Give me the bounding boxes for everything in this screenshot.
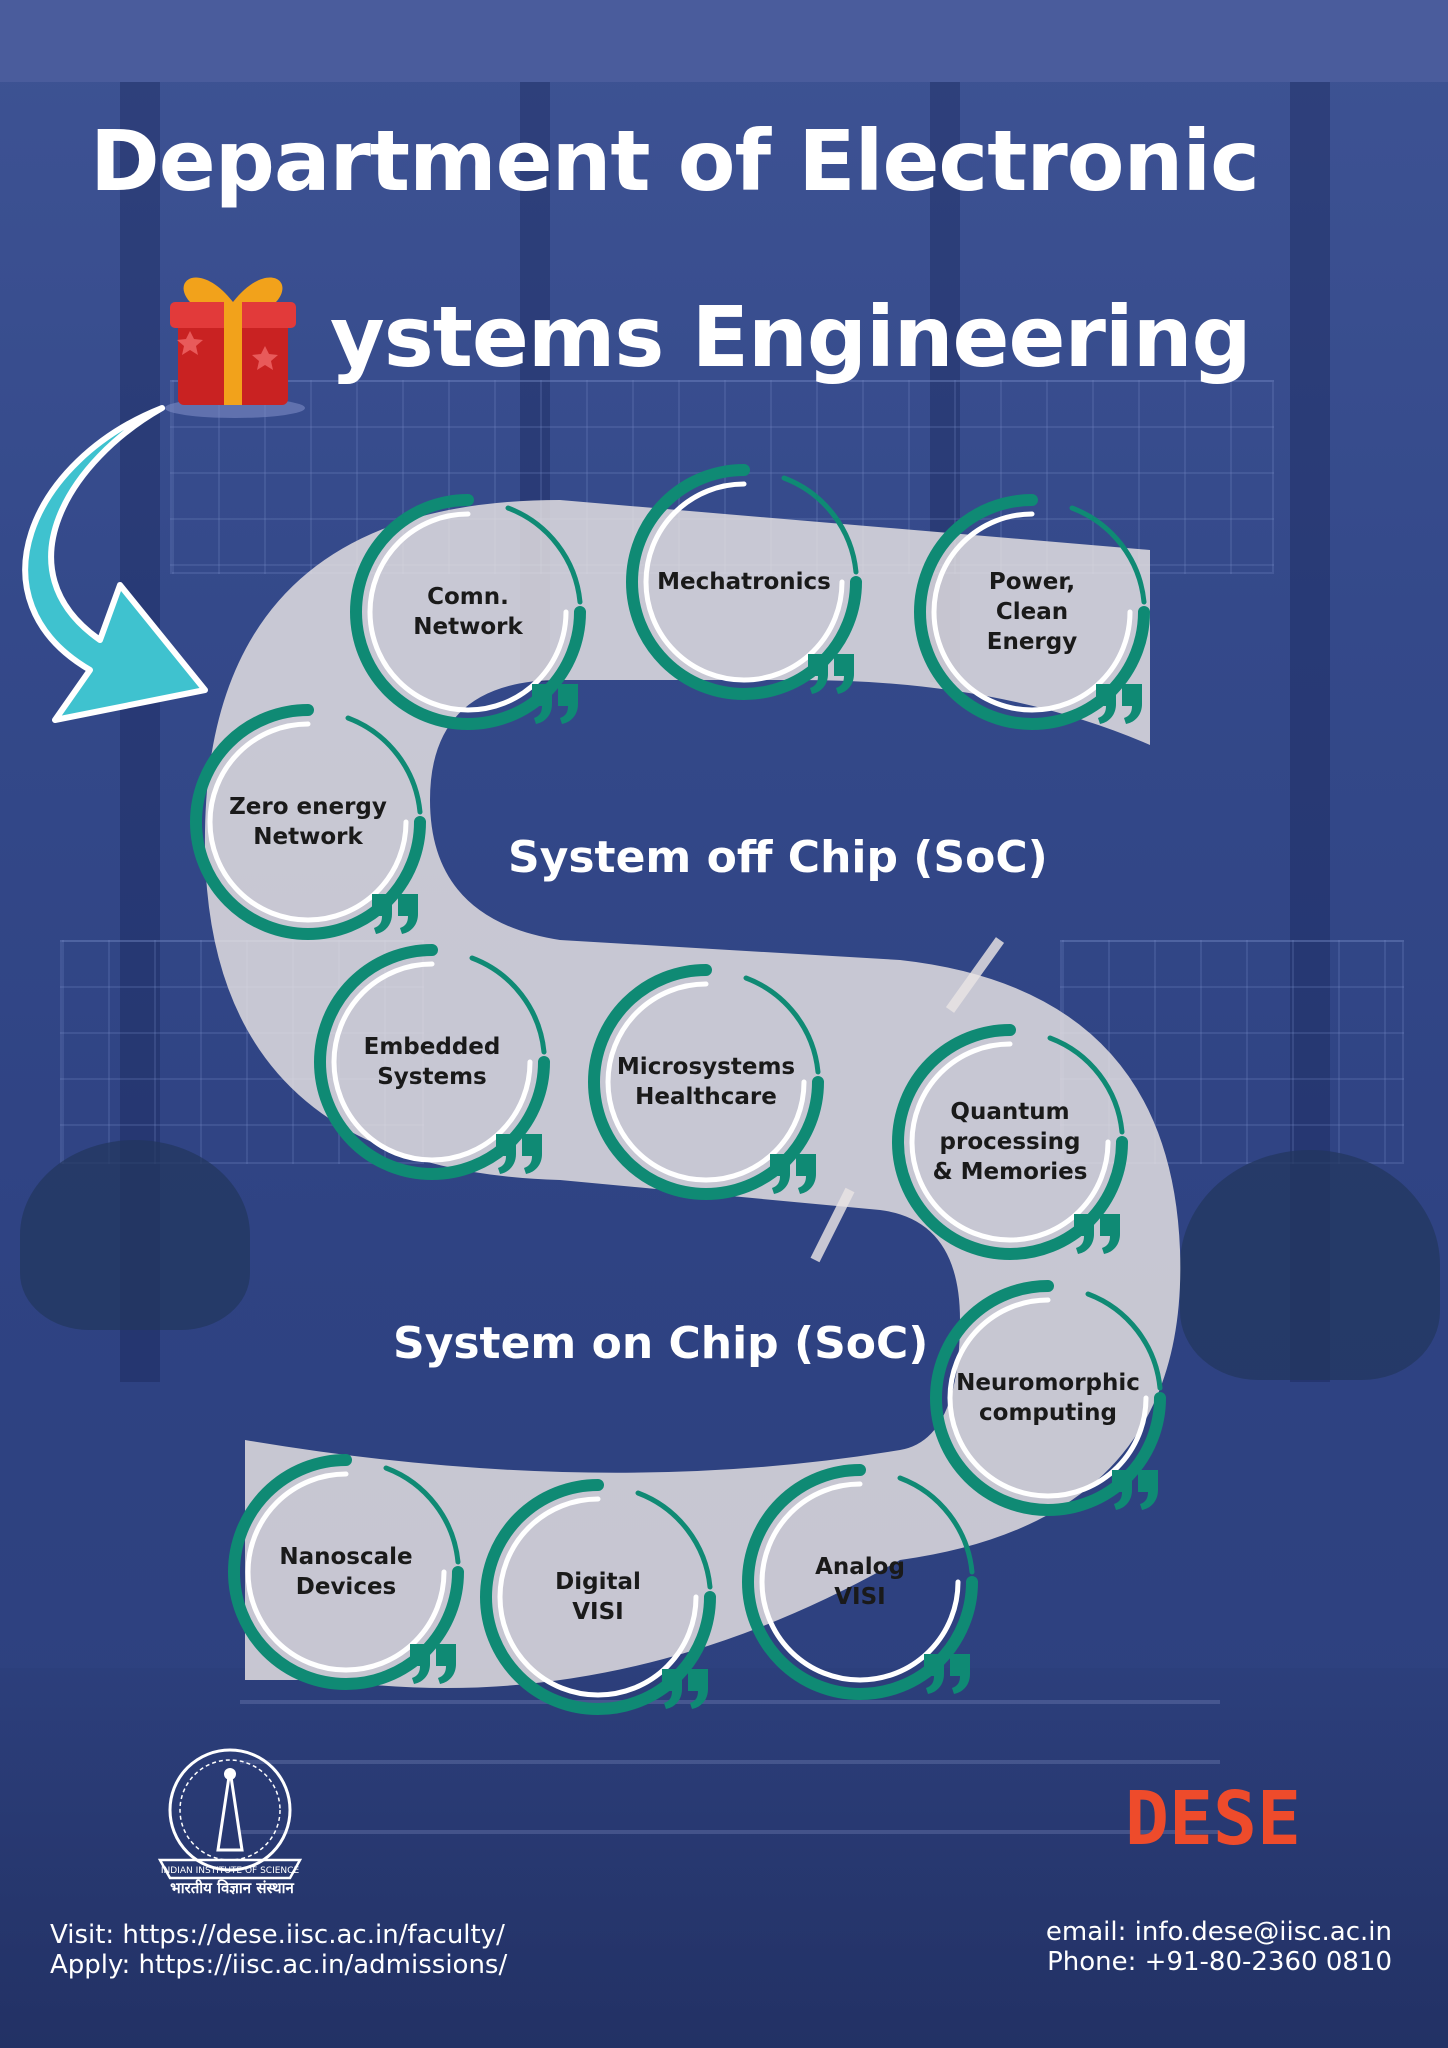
closing-quote-icon [496, 1134, 542, 1174]
page-title-line-2: ystems Engineering [330, 288, 1252, 386]
topic-circle: Power, Clean Energy [912, 492, 1152, 732]
dese-logo-text: DESE [1125, 1784, 1301, 1854]
section-title-on-chip: System on Chip (SoC) [393, 1318, 929, 1369]
topic-label: Analog VISI [815, 1554, 905, 1610]
visit-link[interactable]: Visit: https://dese.iisc.ac.in/faculty/ [50, 1920, 505, 1950]
shrub [1180, 1150, 1440, 1380]
topic-circle: Nanoscale Devices [226, 1452, 466, 1692]
topic-circle: Analog VISI [740, 1462, 980, 1702]
topic-label: Digital VISI [555, 1569, 641, 1625]
closing-quote-icon [1074, 1214, 1120, 1254]
topic-circle: Neuromorphic computing [928, 1278, 1168, 1518]
closing-quote-icon [770, 1154, 816, 1194]
topic-circle: Microsystems Healthcare [586, 962, 826, 1202]
page-title-line-1: Department of Electronic [90, 112, 1260, 210]
topic-label: Mechatronics [657, 569, 831, 595]
topic-circle: Comn. Network [348, 492, 588, 732]
topic-circle: Mechatronics [624, 462, 864, 702]
curved-arrow-icon [22, 405, 208, 723]
step-line [240, 1830, 1220, 1834]
top-band [0, 0, 1448, 82]
gift-icon [165, 277, 305, 418]
topic-circle: Zero energy Network [188, 702, 428, 942]
topic-circle: Digital VISI [478, 1477, 718, 1717]
footer-links: Visit: https://dese.iisc.ac.in/faculty/ … [50, 1920, 507, 1980]
topic-label: Comn. Network [413, 584, 523, 640]
topic-label: Quantum processing & Memories [932, 1099, 1088, 1185]
step-line [240, 1760, 1220, 1764]
topic-label: Power, Clean Energy [986, 569, 1078, 655]
email-link[interactable]: email: info.dese@iisc.ac.in [1045, 1917, 1392, 1947]
phone-text: Phone: +91-80-2360 0810 [1047, 1947, 1392, 1977]
iisc-caption: भारतीय विज्ञान संस्थान [170, 1879, 294, 1897]
topic-label: Neuromorphic computing [956, 1370, 1140, 1426]
iisc-ring-text: INDIAN INSTITUTE OF SCIENCE [161, 1866, 300, 1876]
closing-quote-icon [808, 654, 854, 694]
footer-contact: email: info.dese@iisc.ac.in Phone: +91-8… [1046, 1917, 1392, 1977]
step-line [240, 1700, 1220, 1704]
closing-quote-icon [532, 684, 578, 724]
closing-quote-icon [1112, 1470, 1158, 1510]
closing-quote-icon [924, 1654, 970, 1694]
section-title-off-chip: System off Chip (SoC) [508, 832, 1048, 883]
closing-quote-icon [1096, 684, 1142, 724]
topic-label: Zero energy Network [229, 794, 387, 850]
dese-logo: DESE [1125, 1784, 1301, 1854]
topic-label: Embedded Systems [363, 1034, 501, 1090]
iisc-emblem-logo: INDIAN INSTITUTE OF SCIENCE [157, 1748, 303, 1880]
topic-circle: Embedded Systems [312, 942, 552, 1182]
topic-label: Nanoscale Devices [279, 1544, 413, 1600]
closing-quote-icon [410, 1644, 456, 1684]
topic-circle: Quantum processing & Memories [890, 1022, 1130, 1262]
apply-link[interactable]: Apply: https://iisc.ac.in/admissions/ [50, 1950, 508, 1980]
shrub [20, 1140, 250, 1330]
closing-quote-icon [372, 894, 418, 934]
closing-quote-icon [662, 1669, 708, 1709]
topic-label: Microsystems Healthcare [616, 1054, 796, 1110]
